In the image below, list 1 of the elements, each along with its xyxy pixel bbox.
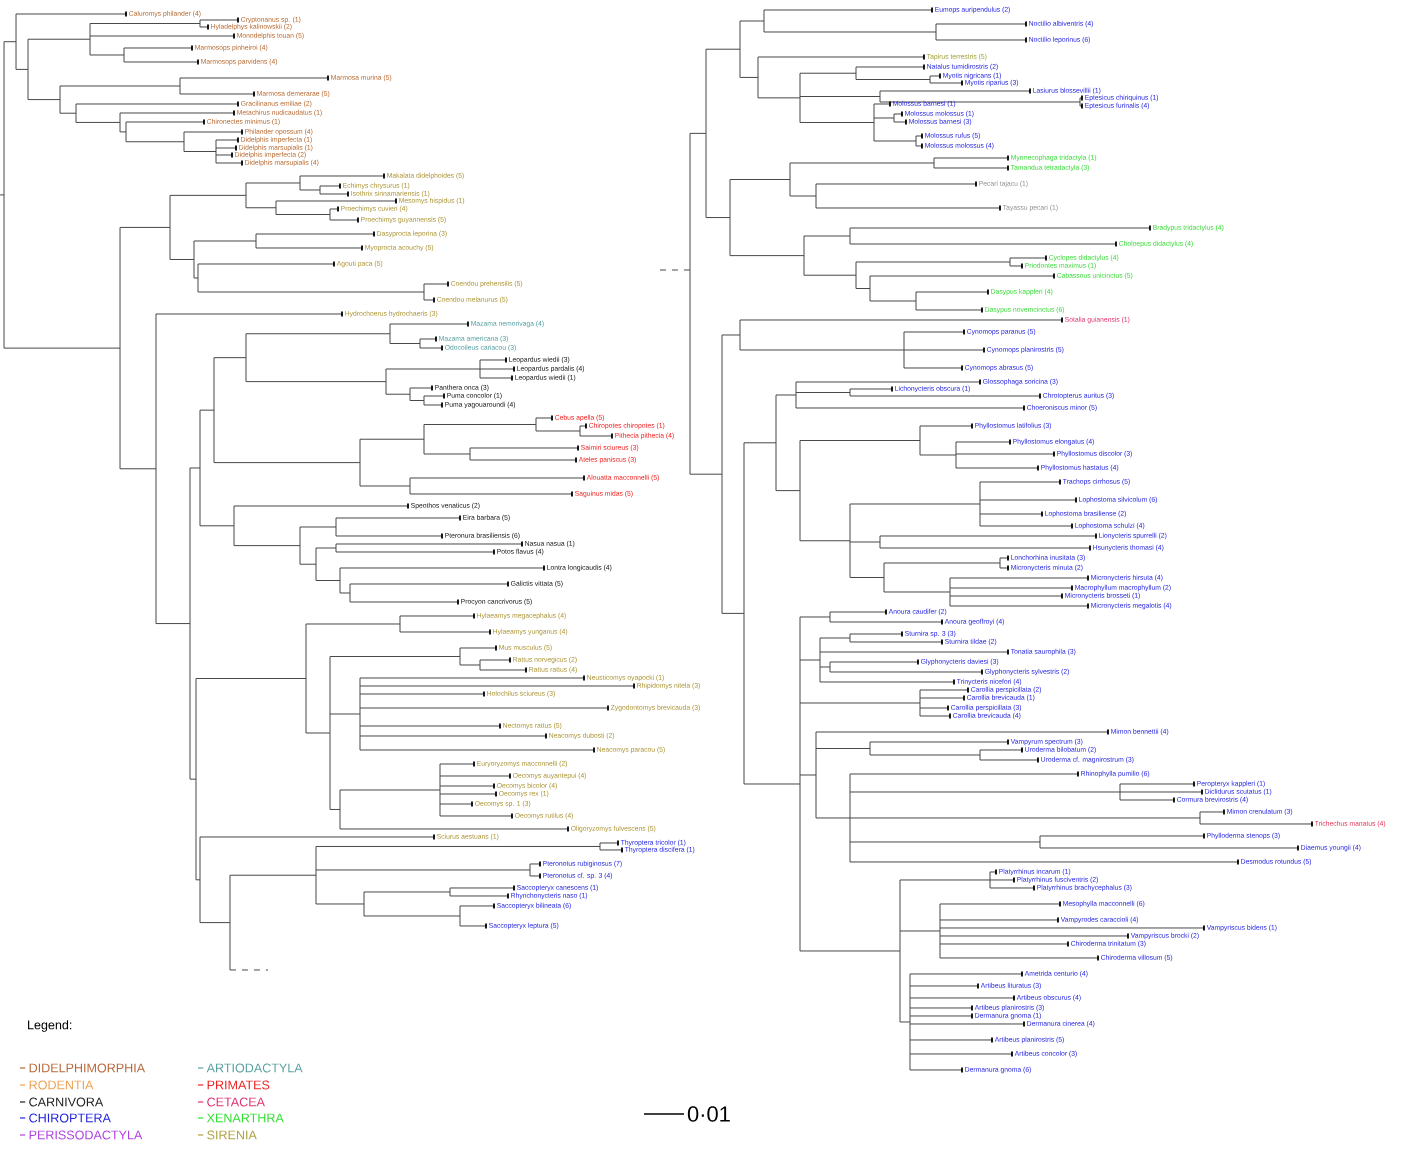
scale-label: 0·01 [687,1106,730,1122]
